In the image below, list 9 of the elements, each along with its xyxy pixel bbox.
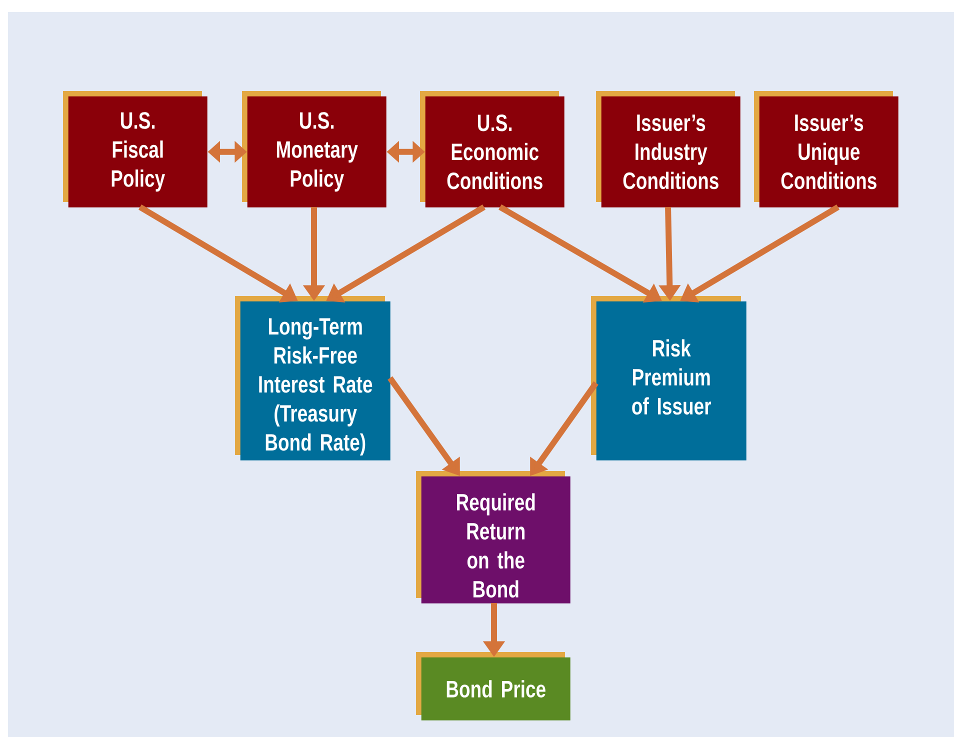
factor-box: Issuer’s Industry Conditions (596, 91, 740, 208)
price-box: Bond Price (416, 652, 570, 720)
factor-box: U.S. Monetary Policy (242, 91, 386, 208)
rate-box: Risk Premium of Issuer (591, 296, 746, 460)
factor-box: Issuer’s Unique Conditions (754, 91, 898, 208)
return-box: Required Return on the Bond (416, 471, 570, 604)
rate-box: Long-Term Risk-Free Interest Rate (Treasury Bond Rate) (235, 296, 390, 460)
factor-box: U.S. Fiscal Policy (63, 91, 208, 208)
factor-box: U.S. Economic Conditions (420, 91, 564, 208)
